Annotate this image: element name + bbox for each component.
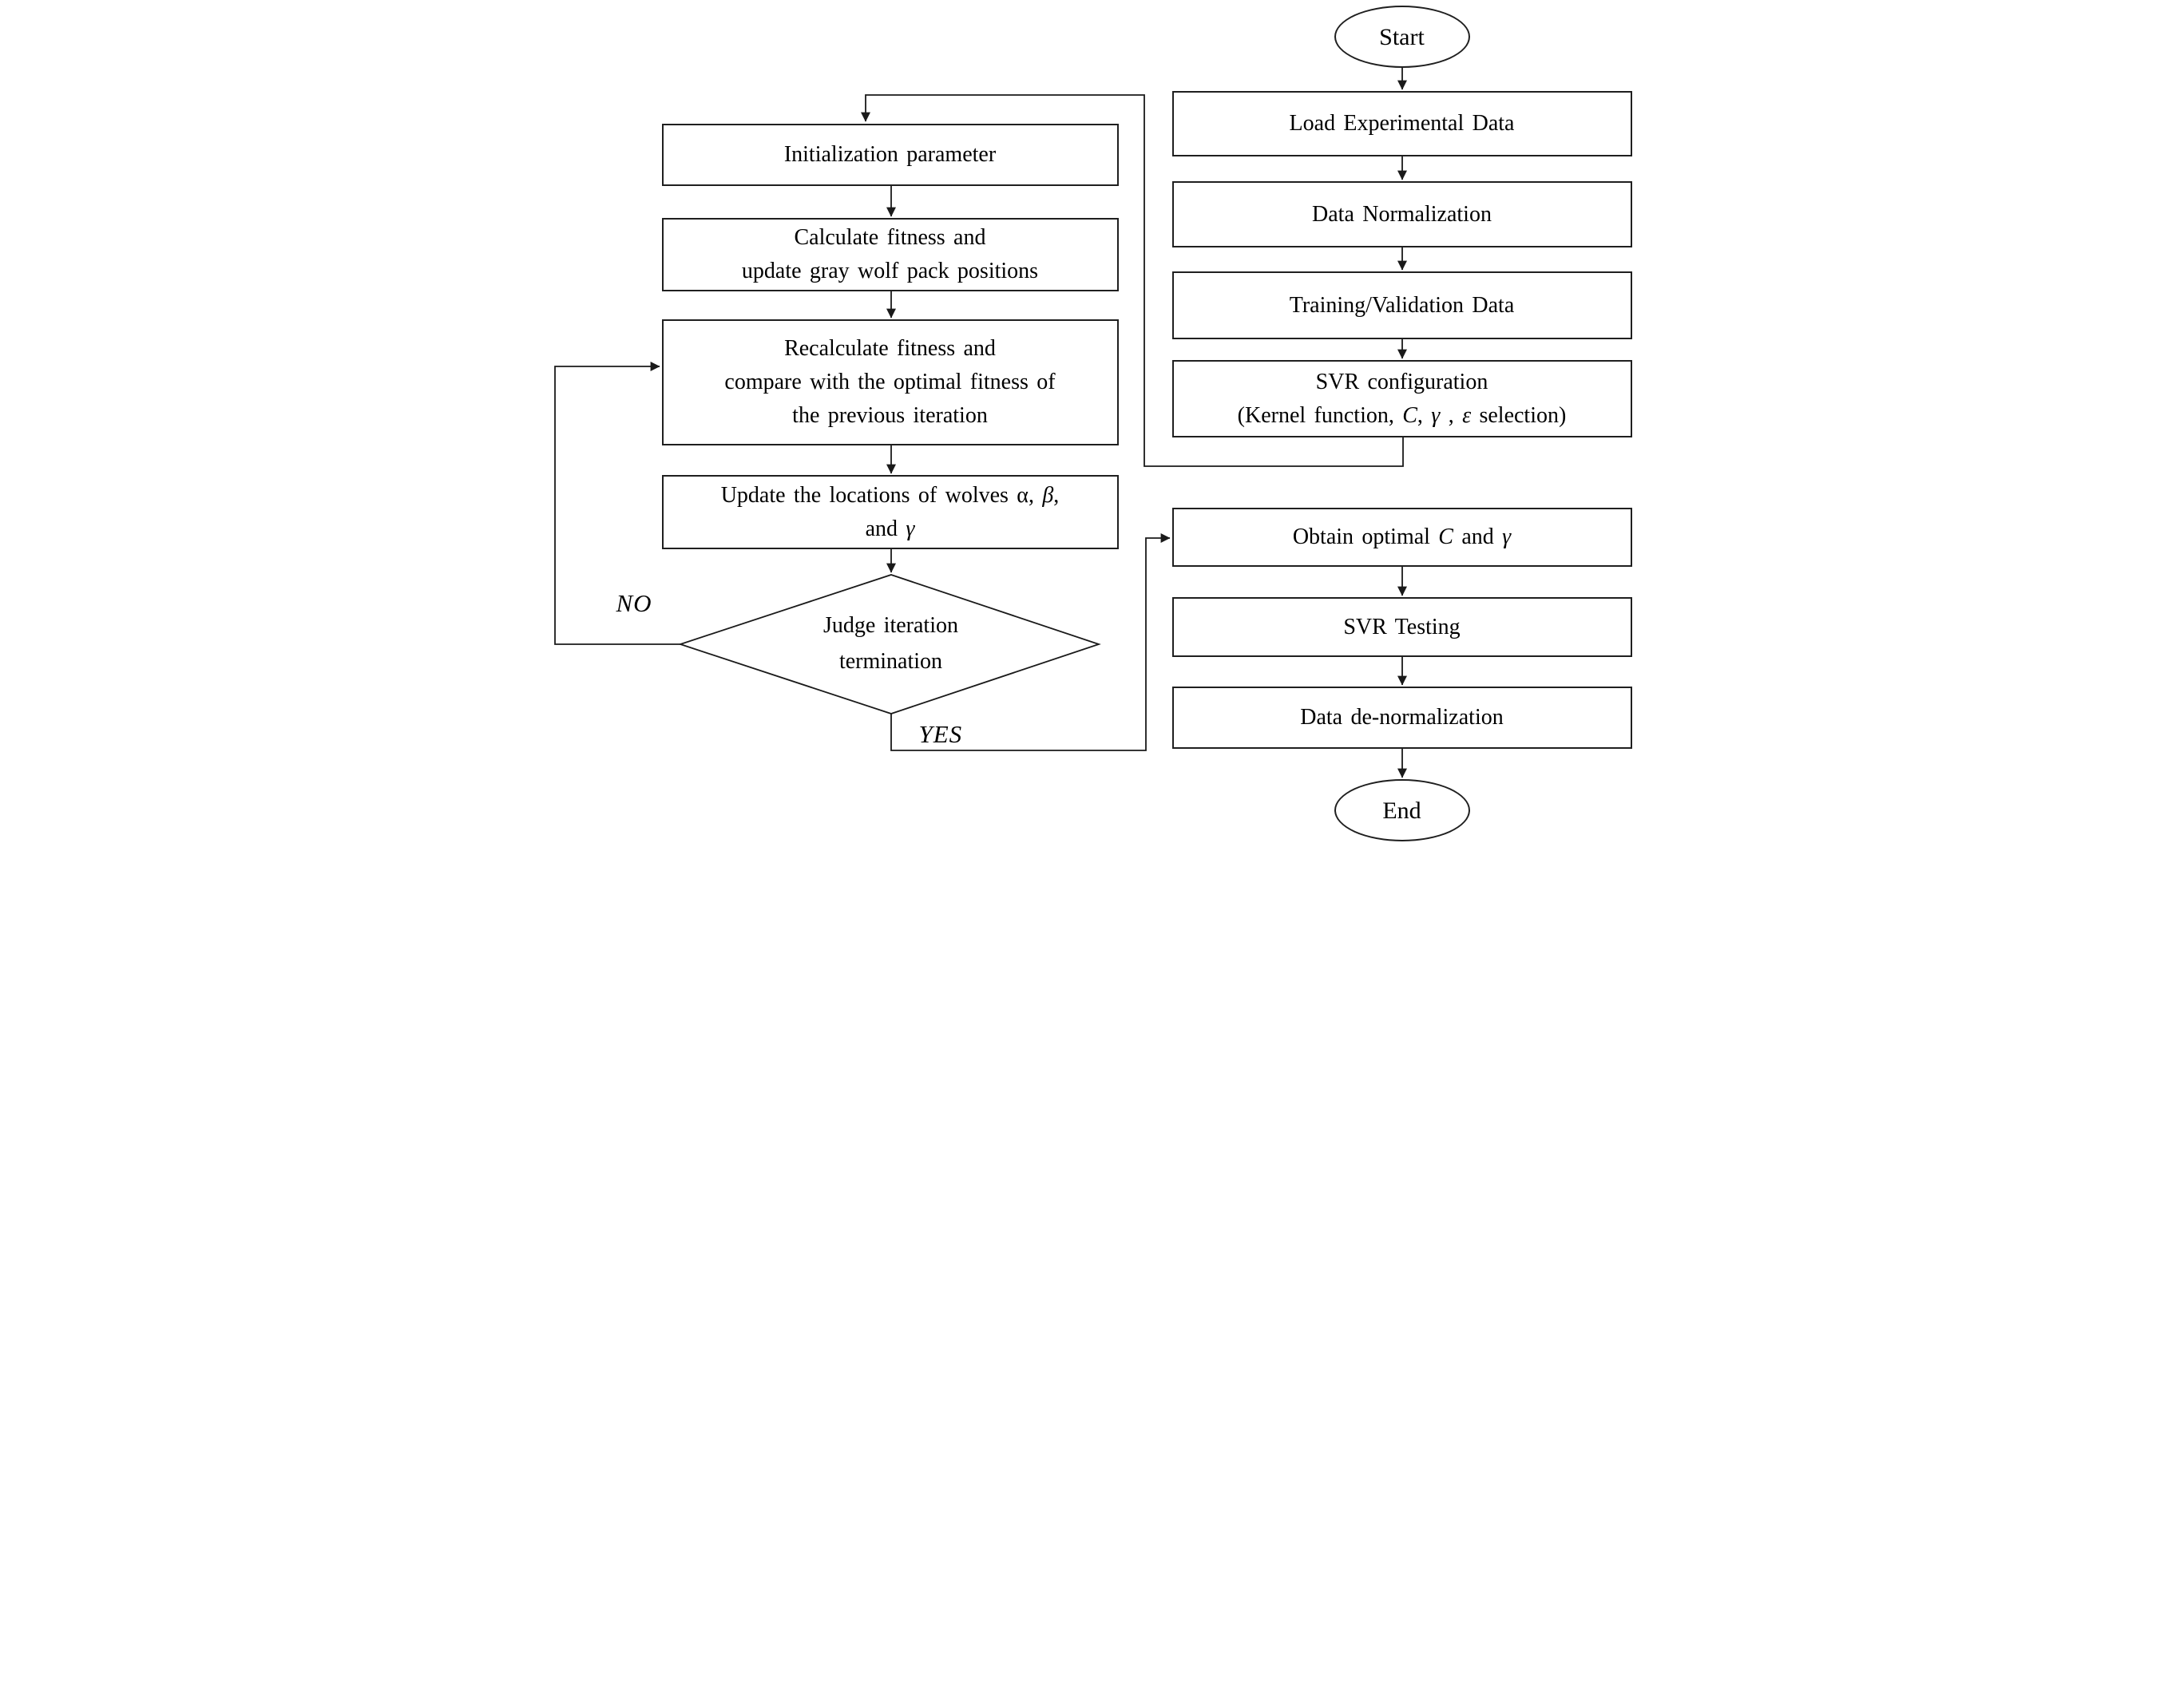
edge-judge-no-recalc [553,362,680,645]
process-obtain-optimal-c-gamma: Obtain optimal C and γ [1171,508,1632,567]
edge-svrconfig-initparam [860,94,1404,467]
decision-diamond-shape [677,574,1101,714]
terminal-start: Start [1334,6,1470,68]
edge-label-no: NO [616,589,652,617]
terminal-start-label: Start [1379,23,1425,50]
edge-label-yes: YES [918,720,963,748]
terminal-end: End [1334,779,1470,841]
process-data-de-normalization: Data de-normalization [1171,687,1632,749]
process-update-wolf-locations: Update the locations of wolves α, β,and … [661,475,1119,549]
process-training-validation-data: Training/Validation Data [1171,271,1632,339]
terminal-end-label: End [1382,797,1421,824]
flowchart-canvas: Start Load Experimental Data Data Normal… [545,0,1639,847]
process-svr-testing: SVR Testing [1171,597,1632,657]
process-initialization-parameter: Initialization parameter [661,124,1119,186]
process-load-experimental-data: Load Experimental Data [1171,91,1632,156]
process-svr-configuration: SVR configuration(Kernel function, C, γ … [1171,360,1632,437]
flow-connectors [553,68,1407,778]
edge-judge-yes-obtain [890,533,1171,751]
process-data-normalization: Data Normalization [1171,181,1632,247]
